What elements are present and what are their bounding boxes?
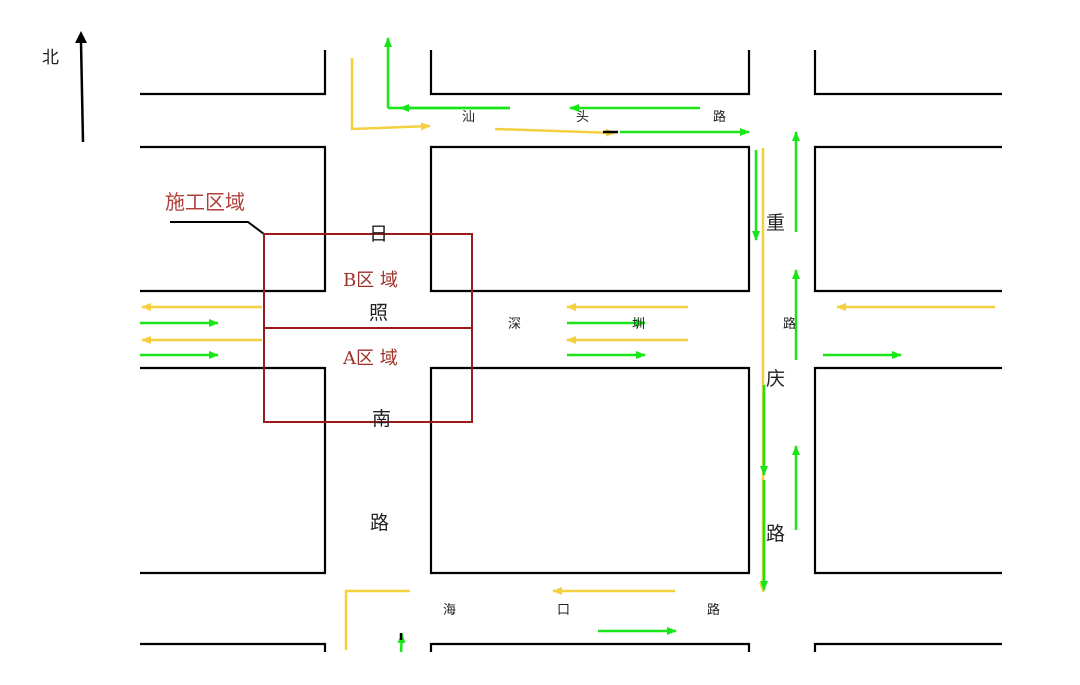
road-label-shenzhen-3: 路 — [783, 317, 797, 332]
block-sw-bottom — [140, 642, 327, 652]
road-label-haikou-3: 路 — [707, 603, 721, 618]
yellow-arrow-nw-turn — [350, 58, 431, 131]
road-label-shenzhen-1: 深 — [508, 317, 522, 332]
road-label-haikou-1: 海 — [443, 603, 457, 618]
construction-leader-line — [170, 221, 265, 235]
road-label-chongqing-1: 重 — [766, 212, 786, 234]
block-s-bottom — [429, 642, 751, 652]
road-label-rizhaonan-1: 日 — [369, 223, 389, 245]
block-center-upper — [429, 145, 751, 293]
zone-a-label: A区 域 — [343, 348, 398, 369]
road-label-rizhaonan-3: 南 — [372, 408, 392, 430]
block-e-lower — [813, 366, 1002, 575]
road-label-haikou-2: 口 — [557, 603, 571, 618]
yellow-arrow-shantou-east — [494, 127, 616, 137]
road-label-chongqing-2: 庆 — [766, 368, 786, 390]
zone-a-outline — [263, 327, 473, 423]
block-w-upper — [140, 145, 327, 293]
road-label-rizhaonan-4: 路 — [370, 512, 390, 534]
road-label-shantou-3: 路 — [713, 110, 727, 125]
yellow-line-sw-corner — [344, 589, 410, 650]
block-ne-top — [813, 50, 1002, 96]
road-label-rizhaonan-2: 照 — [369, 302, 389, 324]
block-center-lower — [429, 366, 751, 575]
block-e-upper — [813, 145, 1002, 293]
road-label-shantou-1: 汕 — [462, 110, 476, 125]
construction-area-label: 施工区域 — [165, 190, 245, 214]
zone-b-label: B区 域 — [343, 270, 398, 291]
block-se-bottom — [813, 642, 1002, 652]
block-n-top — [429, 50, 751, 96]
block-nw-top — [140, 50, 327, 96]
road-label-chongqing-3: 路 — [766, 523, 786, 545]
road-label-shantou-2: 头 — [576, 110, 590, 125]
block-outlines — [140, 50, 1002, 652]
road-label-shenzhen-2: 圳 — [632, 317, 646, 332]
green-traffic-arrows — [140, 37, 902, 653]
north-arrow-icon — [75, 31, 87, 143]
north-label: 北 — [42, 48, 59, 68]
block-w-lower — [140, 366, 327, 575]
